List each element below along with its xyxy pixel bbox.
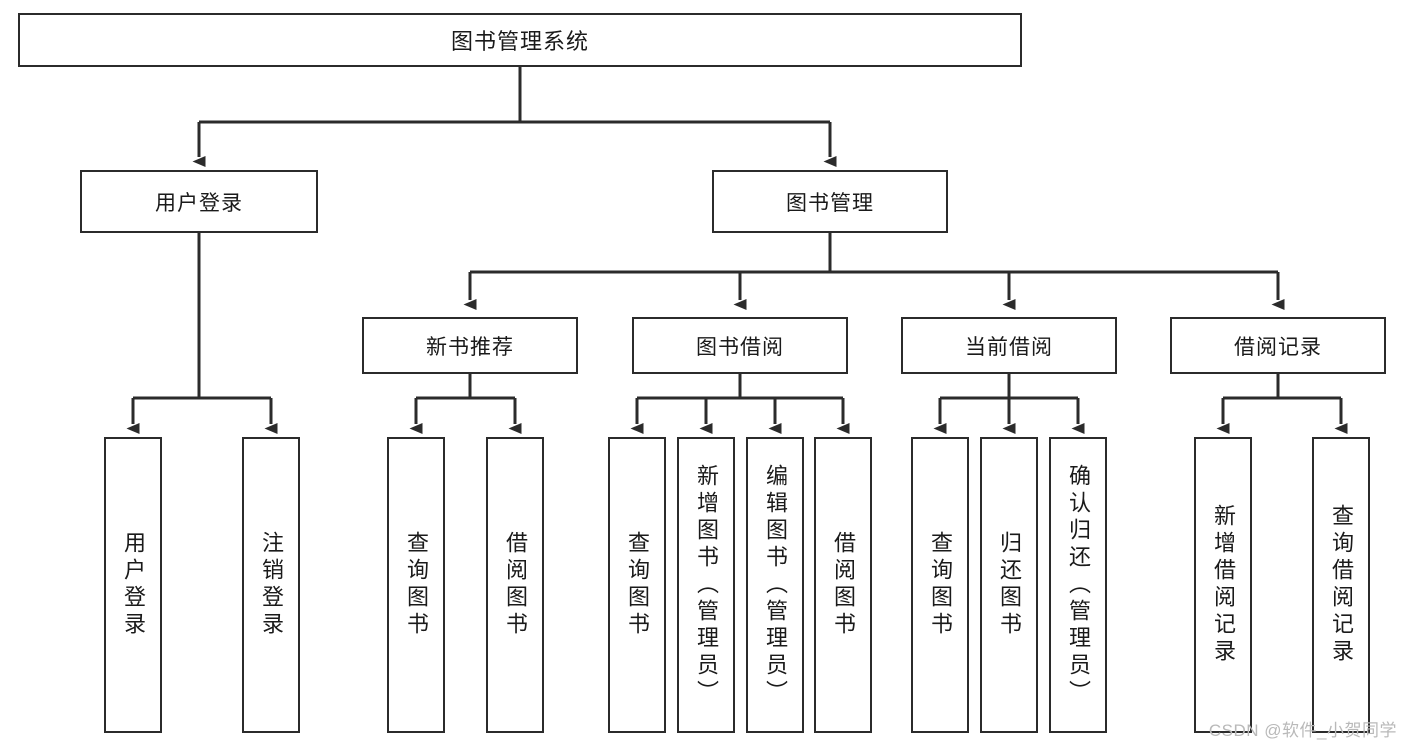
leaf-label: 查询图书 bbox=[404, 531, 429, 639]
node-new-book-recommend[interactable]: 新书推荐 bbox=[362, 317, 578, 374]
leaf-logout-login[interactable]: 注销登录 bbox=[242, 437, 300, 733]
leaf-add-borrow-record[interactable]: 新增借阅记录 bbox=[1194, 437, 1252, 733]
leaf-label: 查询借阅记录 bbox=[1329, 504, 1354, 666]
leaf-add-book-admin[interactable]: 新增图书（管理员） bbox=[677, 437, 735, 733]
node-current-borrow[interactable]: 当前借阅 bbox=[901, 317, 1117, 374]
leaf-label: 借阅图书 bbox=[831, 531, 856, 639]
leaf-label: 用户登录 bbox=[121, 531, 146, 639]
leaf-label: 借阅图书 bbox=[503, 531, 528, 639]
leaf-label: 确认归还（管理员） bbox=[1066, 463, 1091, 707]
leaf-label: 查询图书 bbox=[625, 531, 650, 639]
leaf-confirm-return-admin[interactable]: 确认归还（管理员） bbox=[1049, 437, 1107, 733]
leaf-label: 查询图书 bbox=[928, 531, 953, 639]
leaf-return-book[interactable]: 归还图书 bbox=[980, 437, 1038, 733]
node-label: 当前借阅 bbox=[965, 335, 1053, 359]
leaf-label: 新增借阅记录 bbox=[1211, 504, 1236, 666]
leaf-label: 编辑图书（管理员） bbox=[763, 463, 788, 707]
node-label: 图书管理 bbox=[786, 191, 874, 215]
node-root-book-management-system[interactable]: 图书管理系统 bbox=[18, 13, 1022, 67]
leaf-query-book-borrow[interactable]: 查询图书 bbox=[608, 437, 666, 733]
node-book-management[interactable]: 图书管理 bbox=[712, 170, 948, 233]
node-label: 用户登录 bbox=[155, 191, 243, 215]
node-book-borrow[interactable]: 图书借阅 bbox=[632, 317, 848, 374]
leaf-borrow-book-newbook[interactable]: 借阅图书 bbox=[486, 437, 544, 733]
node-user-login[interactable]: 用户登录 bbox=[80, 170, 318, 233]
leaf-query-book-current[interactable]: 查询图书 bbox=[911, 437, 969, 733]
leaf-query-borrow-record[interactable]: 查询借阅记录 bbox=[1312, 437, 1370, 733]
node-borrow-record[interactable]: 借阅记录 bbox=[1170, 317, 1386, 374]
node-label: 图书管理系统 bbox=[450, 29, 589, 54]
leaf-borrow-book-borrow[interactable]: 借阅图书 bbox=[814, 437, 872, 733]
node-label: 图书借阅 bbox=[696, 335, 784, 359]
leaf-user-login[interactable]: 用户登录 bbox=[104, 437, 162, 733]
node-label: 借阅记录 bbox=[1234, 335, 1322, 359]
leaf-label: 归还图书 bbox=[997, 531, 1022, 639]
leaf-label: 注销登录 bbox=[259, 531, 284, 639]
leaf-edit-book-admin[interactable]: 编辑图书（管理员） bbox=[746, 437, 804, 733]
node-label: 新书推荐 bbox=[426, 335, 514, 359]
leaf-query-book-newbook[interactable]: 查询图书 bbox=[387, 437, 445, 733]
leaf-label: 新增图书（管理员） bbox=[694, 463, 719, 707]
